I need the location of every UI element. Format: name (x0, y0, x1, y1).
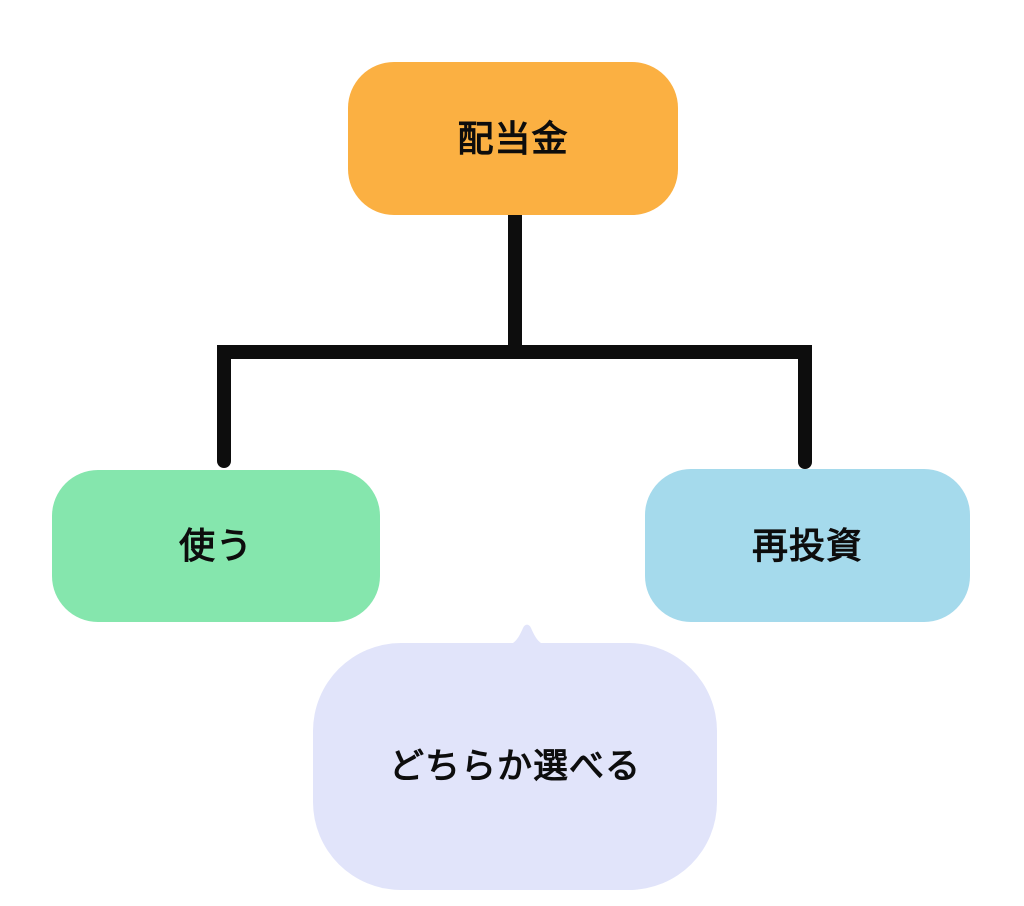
choice-note-label: どちらか選べる (388, 747, 641, 786)
bubble-tail (505, 624, 549, 646)
node-spend: 使う (52, 470, 380, 622)
node-spend-label: 使う (178, 525, 253, 566)
node-dividend-label: 配当金 (457, 117, 569, 159)
choice-note-bubble: どちらか選べる (313, 643, 717, 890)
connector-branch (217, 345, 812, 469)
node-dividend: 配当金 (348, 62, 678, 215)
node-reinvest-label: 再投資 (751, 524, 863, 566)
node-reinvest: 再投資 (645, 469, 970, 622)
